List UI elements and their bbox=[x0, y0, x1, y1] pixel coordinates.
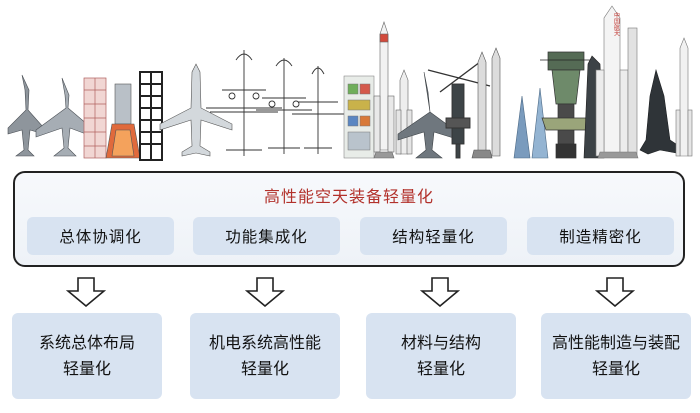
down-arrow-icon bbox=[66, 277, 106, 307]
result-line-2: 轻量化 bbox=[416, 359, 465, 378]
rocket-icon bbox=[675, 37, 693, 157]
airliner-icon bbox=[159, 63, 233, 157]
space-station-icon bbox=[540, 51, 592, 159]
rocket-engine-icon bbox=[105, 83, 141, 159]
category-overall-coordination: 总体协调化 bbox=[27, 217, 174, 255]
result-line-1: 系统总体布局 bbox=[38, 333, 135, 352]
structure-frame-icon bbox=[139, 71, 163, 161]
result-line-1: 高性能制造与装配 bbox=[551, 333, 680, 352]
result-system-layout: 系统总体布局 轻量化 bbox=[12, 313, 162, 399]
category-structure-lightweight: 结构轻量化 bbox=[360, 217, 507, 255]
main-frame: 高性能空天装备轻量化 总体协调化 功能集成化 结构轻量化 制造精密化 bbox=[13, 171, 685, 267]
result-line-2: 轻量化 bbox=[240, 359, 289, 378]
down-arrow-icon bbox=[420, 277, 460, 307]
rocket-icon bbox=[395, 69, 413, 155]
result-line-2: 轻量化 bbox=[591, 359, 640, 378]
spaceplane-icon bbox=[639, 68, 683, 155]
transport-aircraft-icon bbox=[206, 50, 282, 156]
vehicle-lettering: 中国航天 bbox=[613, 11, 620, 37]
fighter-jet-icon bbox=[7, 74, 45, 157]
result-electromechanical: 机电系统高性能 轻量化 bbox=[190, 313, 340, 399]
category-manufacturing-precision: 制造精密化 bbox=[527, 217, 674, 255]
result-line-2: 轻量化 bbox=[62, 359, 111, 378]
main-title: 高性能空天装备轻量化 bbox=[263, 187, 434, 206]
result-line-1: 材料与结构 bbox=[400, 333, 481, 352]
aerospace-vehicles-image: 中国航天 bbox=[7, 5, 693, 161]
fighter-jet-icon bbox=[35, 77, 95, 157]
result-material-structure: 材料与结构 轻量化 bbox=[366, 313, 516, 399]
result-line-1: 机电系统高性能 bbox=[208, 333, 321, 352]
panel-icon bbox=[343, 75, 375, 159]
transport-aircraft-icon bbox=[256, 58, 312, 154]
launch-vehicle-icon bbox=[595, 5, 639, 159]
result-manufacturing-assembly: 高性能制造与装配 轻量化 bbox=[541, 313, 691, 399]
down-arrow-icon bbox=[595, 277, 635, 307]
engine-structure-icon bbox=[83, 77, 107, 159]
down-arrow-icon bbox=[245, 277, 285, 307]
category-function-integration: 功能集成化 bbox=[193, 217, 340, 255]
missile-icon bbox=[471, 47, 501, 159]
rocket-icon bbox=[373, 21, 395, 159]
transport-aircraft-icon bbox=[292, 66, 344, 154]
glide-vehicle-icon bbox=[513, 87, 549, 159]
